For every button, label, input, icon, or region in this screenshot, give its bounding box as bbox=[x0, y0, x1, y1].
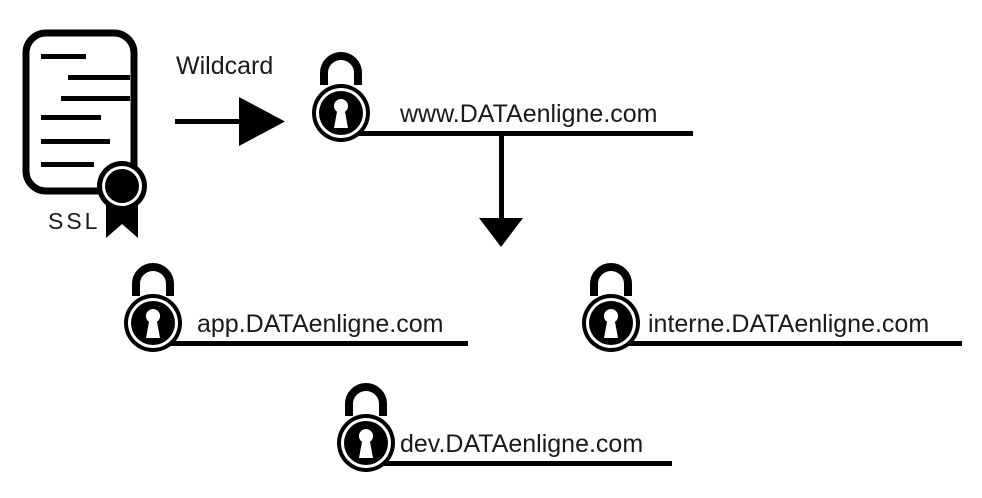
padlock-keyhole bbox=[603, 308, 619, 338]
award-seal-ribbon-icon bbox=[97, 161, 147, 238]
seal-inner-disc bbox=[105, 169, 139, 203]
document-line bbox=[41, 139, 110, 144]
padlock-icon bbox=[312, 52, 370, 142]
certificate-caption: SSL bbox=[48, 208, 100, 234]
padlock-shackle bbox=[345, 383, 387, 416]
node-underline-interne bbox=[628, 341, 962, 346]
wildcard-edge-group: Wildcard bbox=[175, 52, 285, 146]
padlock-shackle bbox=[590, 263, 632, 296]
node-app[interactable]: app.DATAenligne.com bbox=[124, 263, 468, 352]
document-line bbox=[41, 115, 101, 120]
arrow-right-shaft bbox=[175, 119, 242, 124]
ssl-certificate-group: SSL bbox=[22, 29, 147, 238]
node-interne[interactable]: interne.DATAenligne.com bbox=[582, 263, 962, 352]
padlock-shackle bbox=[132, 263, 174, 296]
padlock-shackle bbox=[320, 52, 362, 85]
wildcard-edge-label: Wildcard bbox=[176, 52, 273, 80]
padlock-keyhole bbox=[145, 308, 161, 338]
node-label-dev: dev.DATAenligne.com bbox=[400, 430, 643, 458]
document-line bbox=[41, 162, 94, 167]
padlock-keyhole bbox=[358, 428, 374, 458]
arrow-down-icon bbox=[479, 136, 523, 247]
document-line bbox=[61, 96, 130, 101]
node-dev[interactable]: dev.DATAenligne.com bbox=[337, 383, 672, 472]
padlock-icon bbox=[582, 263, 640, 352]
node-label-interne: interne.DATAenligne.com bbox=[648, 310, 929, 338]
document-line bbox=[68, 75, 130, 80]
node-www[interactable]: www.DATAenligne.com bbox=[312, 52, 693, 142]
node-label-app: app.DATAenligne.com bbox=[197, 310, 443, 338]
node-label-www: www.DATAenligne.com bbox=[399, 100, 658, 128]
certificate-document-lines bbox=[41, 54, 130, 167]
document-line bbox=[41, 54, 86, 59]
node-underline-dev bbox=[383, 461, 672, 466]
arrow-right-icon bbox=[175, 97, 285, 146]
arrow-down-head bbox=[479, 218, 523, 247]
certificate-document-outline bbox=[22, 29, 138, 195]
padlock-icon bbox=[124, 263, 182, 352]
arrow-down-shaft bbox=[499, 136, 504, 221]
node-underline-app bbox=[170, 341, 468, 346]
padlock-keyhole bbox=[333, 98, 349, 128]
arrow-right-head bbox=[239, 97, 285, 146]
padlock-icon bbox=[337, 383, 395, 472]
node-underline-www bbox=[358, 131, 693, 136]
